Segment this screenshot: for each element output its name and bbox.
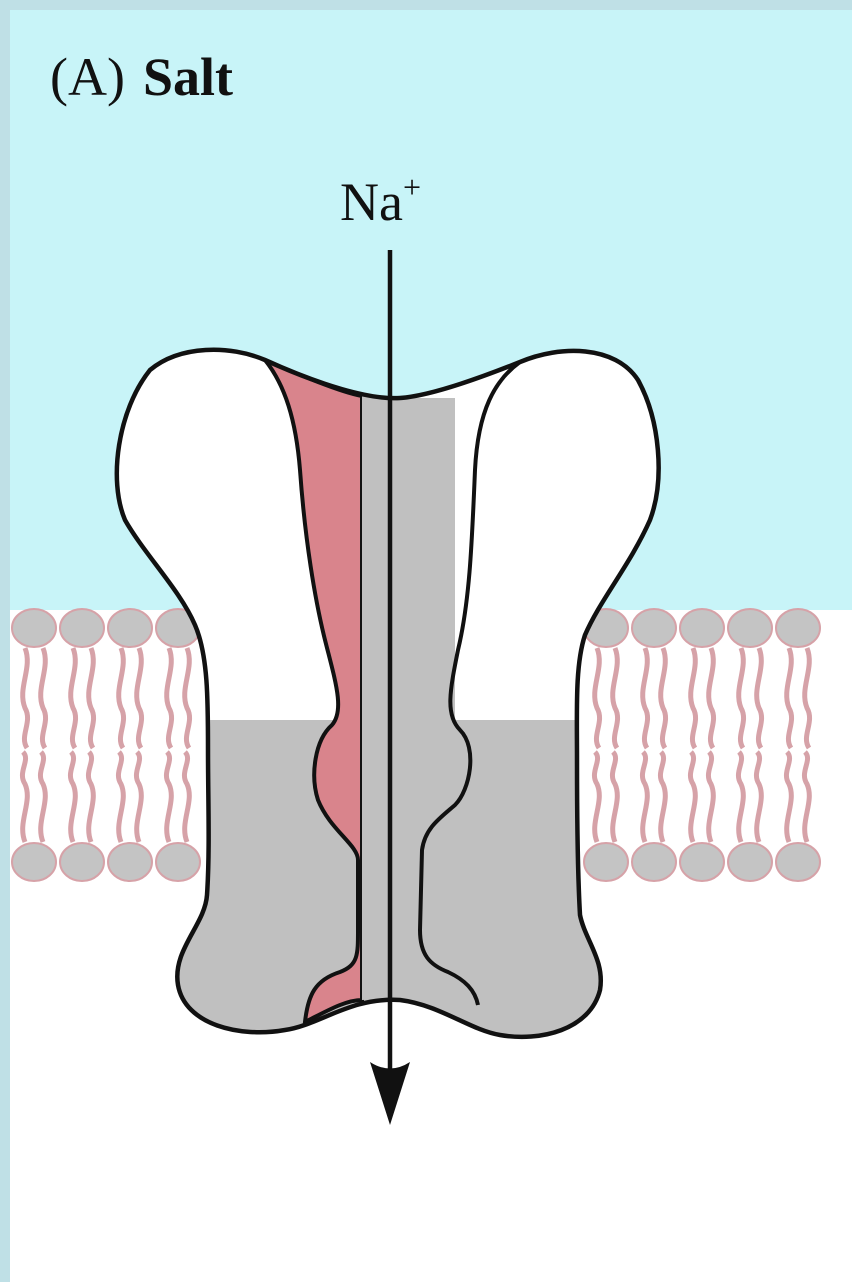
lipid-head [12, 609, 56, 647]
figure-panel: (A) Salt Na+ [10, 10, 852, 1282]
panel-letter: (A) [50, 47, 125, 107]
lipid-head [108, 609, 152, 647]
lipid-head [584, 843, 628, 881]
lipid-head [632, 609, 676, 647]
lipid-head [156, 843, 200, 881]
ion-symbol: Na [340, 172, 403, 232]
lipid-head [108, 843, 152, 881]
lipid-head [728, 609, 772, 647]
pore-lumen [362, 396, 455, 1000]
ion-channel-diagram [10, 10, 852, 1282]
lipid-head [728, 843, 772, 881]
lipid-head [632, 843, 676, 881]
lipid-head [776, 843, 820, 881]
lipid-head [680, 843, 724, 881]
lipid-head [60, 609, 104, 647]
ion-label: Na+ [340, 175, 421, 229]
lipid-head [12, 843, 56, 881]
panel-label: (A) Salt [50, 50, 233, 104]
lipid-head [776, 609, 820, 647]
panel-title: Salt [143, 47, 233, 107]
ion-charge: + [403, 169, 421, 205]
lipid-head [680, 609, 724, 647]
lipid-head [60, 843, 104, 881]
